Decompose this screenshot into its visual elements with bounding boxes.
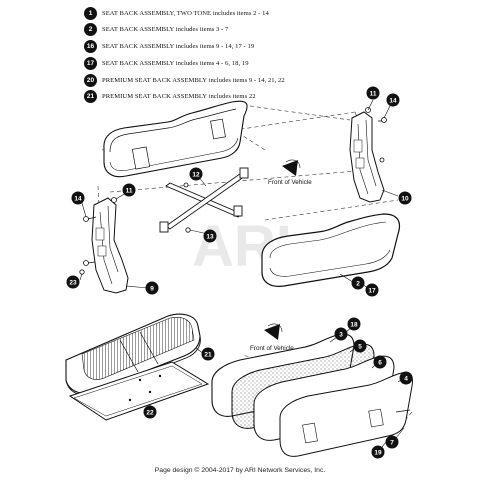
svg-text:22: 22 bbox=[146, 410, 154, 417]
legend-badge: 17 bbox=[84, 56, 97, 70]
svg-text:11: 11 bbox=[126, 188, 133, 195]
callout-11: 11 bbox=[366, 86, 380, 100]
svg-text:5: 5 bbox=[358, 344, 362, 351]
callout-12: 12 bbox=[189, 167, 203, 181]
legend-row: 21 PREMIUM SEAT BACK ASSEMBLY includes i… bbox=[84, 89, 464, 105]
svg-text:2: 2 bbox=[356, 281, 360, 288]
callout-2: 2 bbox=[351, 276, 365, 290]
legend-row: 1 SEAT BACK ASSEMBLY, TWO TONE includes … bbox=[84, 5, 464, 21]
legend-text: PREMIUM SEAT BACK ASSEMBLY includes item… bbox=[102, 76, 285, 84]
legend-badge: 2 bbox=[84, 23, 97, 37]
callout-10: 10 bbox=[398, 191, 412, 205]
svg-text:11: 11 bbox=[370, 91, 377, 98]
callout-18: 18 bbox=[347, 317, 361, 331]
legend-badge: 21 bbox=[84, 90, 97, 104]
svg-text:3: 3 bbox=[339, 332, 343, 339]
legend-row: 20 PREMIUM SEAT BACK ASSEMBLY includes i… bbox=[84, 72, 464, 88]
svg-text:6: 6 bbox=[378, 360, 382, 367]
svg-text:12: 12 bbox=[192, 172, 200, 179]
callout-21: 21 bbox=[201, 347, 215, 361]
right-side-bracket bbox=[349, 111, 385, 203]
svg-text:13: 13 bbox=[206, 234, 214, 241]
callout-3: 3 bbox=[334, 327, 348, 341]
copyright-footer: Page design © 2004-2017 by ARI Network S… bbox=[154, 467, 326, 474]
seat-back-assembly bbox=[261, 213, 401, 287]
legend-row: 17 SEAT BACK ASSEMBLY includes items 4 -… bbox=[84, 55, 464, 71]
front-of-vehicle-label-upper: Front of Vehicle bbox=[268, 179, 312, 186]
front-of-vehicle-arrow-upper bbox=[282, 159, 301, 176]
left-side-bracket bbox=[91, 197, 129, 294]
legend-badge: 1 bbox=[84, 6, 97, 20]
callout-23: 23 bbox=[66, 275, 80, 289]
legend-text: SEAT BACK ASSEMBLY includes items 9 - 14… bbox=[102, 43, 255, 51]
svg-text:14: 14 bbox=[389, 98, 397, 105]
seat-bottom-pan bbox=[68, 361, 210, 421]
parts-legend: 1 SEAT BACK ASSEMBLY, TWO TONE includes … bbox=[84, 5, 464, 106]
callout-11: 11 bbox=[122, 183, 136, 197]
svg-text:17: 17 bbox=[368, 288, 376, 295]
svg-text:21: 21 bbox=[204, 352, 212, 359]
legend-badge: 16 bbox=[84, 40, 97, 54]
svg-text:9: 9 bbox=[150, 286, 154, 293]
callout-4: 4 bbox=[399, 371, 413, 385]
legend-text: PREMIUM SEAT BACK ASSEMBLY includes item… bbox=[102, 93, 256, 101]
front-of-vehicle-arrow-lower bbox=[264, 323, 283, 340]
callout-22: 22 bbox=[143, 405, 157, 419]
callout-7: 7 bbox=[385, 435, 399, 449]
legend-badge: 20 bbox=[84, 73, 97, 87]
svg-text:10: 10 bbox=[401, 196, 409, 203]
svg-text:14: 14 bbox=[74, 196, 82, 203]
legend-text: SEAT BACK ASSEMBLY includes items 3 - 7 bbox=[102, 26, 229, 34]
callout-13: 13 bbox=[203, 229, 217, 243]
callout-5: 5 bbox=[353, 339, 367, 353]
upper-seat-back-cushion bbox=[103, 100, 248, 178]
svg-text:19: 19 bbox=[374, 450, 382, 457]
callout-6: 6 bbox=[373, 355, 387, 369]
svg-text:23: 23 bbox=[69, 280, 77, 287]
legend-row: 16 SEAT BACK ASSEMBLY includes items 9 -… bbox=[84, 39, 464, 55]
callout-9: 9 bbox=[145, 281, 159, 295]
callout-19: 19 bbox=[371, 445, 385, 459]
cross-brace bbox=[159, 167, 249, 233]
callout-17: 17 bbox=[365, 283, 379, 297]
premium-seat-cushion bbox=[65, 313, 201, 396]
legend-row: 2 SEAT BACK ASSEMBLY includes items 3 - … bbox=[84, 22, 464, 38]
callout-14: 14 bbox=[71, 191, 85, 205]
legend-text: SEAT BACK ASSEMBLY includes items 4 - 6,… bbox=[102, 59, 249, 67]
legend-text: SEAT BACK ASSEMBLY, TWO TONE includes it… bbox=[102, 9, 269, 17]
svg-text:4: 4 bbox=[404, 376, 408, 383]
front-of-vehicle-label-lower: Front of Vehicle bbox=[250, 345, 294, 352]
callout-14: 14 bbox=[386, 93, 400, 107]
svg-text:18: 18 bbox=[350, 322, 358, 329]
svg-text:7: 7 bbox=[390, 440, 394, 447]
